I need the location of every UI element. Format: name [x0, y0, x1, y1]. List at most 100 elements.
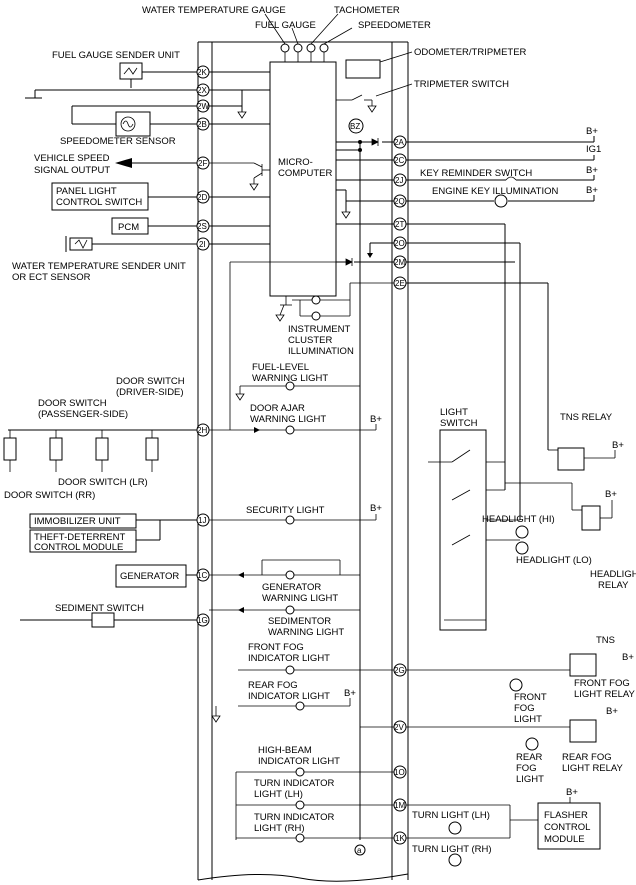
door-pass-label-2: (PASSENGER-SIDE)	[38, 409, 128, 420]
pin-bz	[348, 118, 364, 134]
hb-label-1: HIGH-BEAM	[258, 745, 312, 756]
turn-rh-label: TURN LIGHT (RH)	[412, 844, 492, 855]
svg-text:B+: B+	[606, 706, 618, 717]
svg-text:2G: 2G	[394, 666, 405, 675]
theft-label-1: THEFT-DETERRENT	[34, 532, 126, 543]
microcomputer-box	[269, 61, 337, 297]
rfog-light-label-1: REAR	[516, 752, 543, 763]
svg-text:2C: 2C	[394, 156, 404, 165]
headlight-hi-label: HEADLIGHT (HI)	[482, 514, 555, 525]
ground-wire-2x	[25, 89, 197, 99]
sediment-label: SEDIMENT SWITCH	[55, 603, 144, 614]
door-ajar-label-1: DOOR AJAR	[250, 403, 305, 414]
right-outer-wires	[406, 136, 595, 520]
b-plus-2j: B+	[586, 165, 598, 176]
ffog-ind-label-2: INDICATOR LIGHT	[248, 653, 330, 664]
fuel-level-label-1: FUEL-LEVEL	[252, 362, 309, 373]
door-rr-label: DOOR SWITCH (RR)	[4, 490, 95, 501]
fuel-gauge-sender: FUEL GAUGE SENDER UNIT	[52, 50, 197, 88]
odometer-display	[345, 59, 381, 79]
turn-lh-label: TURN LIGHT (LH)	[412, 810, 490, 821]
rfog-light-label-2: FOG	[516, 763, 537, 774]
front-fog: FRONT FOG INDICATOR LIGHT TNS B+ FRONT F…	[238, 635, 636, 725]
vss-label-1: VEHICLE SPEED	[34, 153, 110, 164]
tns-relay-label: TNS RELAY	[560, 412, 613, 423]
headlights: HEADLIGHT (HI) HEADLIGHT (LO) HEADLIGHT …	[482, 482, 636, 591]
cluster-label-2: CLUSTER	[288, 335, 332, 346]
svg-text:1K: 1K	[395, 834, 405, 843]
b-plus-2a: B+	[586, 126, 598, 137]
key-reminder-switch	[505, 176, 517, 181]
ffog-relay-label-2: LIGHT RELAY	[574, 689, 636, 700]
right-pins: 2A 2C 2J 2Q 2T 2O 2M 2E 2G 2V 1O 1M 1K B…	[348, 118, 407, 845]
sed-warn-label-1: SEDIMENTOR	[268, 616, 331, 627]
door-driver-label-1: DOOR SWITCH	[116, 376, 185, 387]
high-beam-turn: HIGH-BEAM INDICATOR LIGHT TURN INDICATOR…	[235, 745, 394, 856]
flasher-label-3: MODULE	[544, 834, 585, 845]
door-driver-label-2: (DRIVER-SIDE)	[116, 387, 184, 398]
key-reminder-label: KEY REMINDER SWITCH	[420, 168, 532, 179]
gen-warn-label-1: GENERATOR	[262, 582, 321, 593]
svg-text:2F: 2F	[198, 159, 207, 168]
svg-text:1C: 1C	[197, 571, 207, 580]
ffog-relay-label-1: FRONT FOG	[574, 678, 630, 689]
water-temp-gauge-label: WATER TEMPERATURE GAUGE	[142, 5, 286, 16]
vss-output: VEHICLE SPEED SIGNAL OUTPUT	[34, 153, 197, 176]
door-switches: DOOR SWITCH (DRIVER-SIDE) DOOR SWITCH (P…	[3, 376, 197, 501]
b-plus-tns: B+	[612, 440, 624, 451]
security-light: B+ SECURITY LIGHT	[209, 503, 382, 525]
fuel-level-label-2: WARNING LIGHT	[252, 373, 328, 384]
rfog-relay-label-2: LIGHT RELAY	[562, 763, 624, 774]
svg-text:2J: 2J	[395, 176, 403, 185]
ground-symbol	[237, 111, 247, 119]
tachometer-terminal	[306, 43, 316, 53]
svg-text:2O: 2O	[394, 239, 405, 248]
diode-2o	[367, 253, 373, 258]
vss-transistor	[209, 162, 270, 191]
generator-warning: GENERATOR WARNING LIGHT	[209, 559, 360, 604]
generator-label: GENERATOR	[120, 571, 179, 582]
headlight-lo-label: HEADLIGHT (LO)	[516, 555, 592, 566]
fuel-gauge-label: FUEL GAUGE	[255, 20, 316, 31]
turn-rh-ind-label-2: LIGHT (RH)	[254, 823, 305, 834]
svg-text:2B: 2B	[197, 120, 207, 129]
marker-a: a	[357, 846, 362, 855]
light-switch: LIGHT SWITCH	[428, 407, 520, 631]
speedometer-sensor: SPEEDOMETER SENSOR	[60, 105, 197, 147]
immobilizer-box	[29, 513, 137, 529]
svg-text:B+: B+	[566, 787, 578, 798]
instrument-cluster-outline	[197, 41, 409, 882]
sed-warn-label-2: WARNING LIGHT	[268, 627, 344, 638]
panel-light-label-2: CONTROL SWITCH	[56, 197, 142, 208]
fuel-sender-label: FUEL GAUGE SENDER UNIT	[52, 50, 180, 61]
cluster-label-1: INSTRUMENT	[288, 324, 350, 335]
water-temp-gauge-terminal	[280, 43, 290, 53]
immobilizer-label: IMMOBILIZER UNIT	[34, 516, 121, 527]
pcm-label: PCM	[118, 222, 139, 233]
fuel-level-warning: FUEL-LEVEL WARNING LIGHT	[235, 362, 360, 401]
cluster-label-3: ILLUMINATION	[288, 346, 354, 357]
ig1-label: IG1	[586, 144, 601, 155]
flasher-label-1: FLASHER	[544, 810, 588, 821]
water-temp-sender: WATER TEMPERATURE SENDER UNIT OR ECT SEN…	[12, 236, 197, 283]
theft-box	[29, 529, 137, 553]
speedometer-label: SPEEDOMETER	[358, 20, 431, 31]
svg-text:B+: B+	[344, 688, 356, 699]
left-pins: 2K 2X 2W 2B 2F 2D 2S 2I 2H 1J 1C 1G	[196, 65, 210, 627]
speedometer-sensor-label: SPEEDOMETER SENSOR	[60, 136, 176, 147]
door-pass-label-1: DOOR SWITCH	[38, 398, 107, 409]
generator-box	[115, 564, 187, 588]
b-plus-2q: B+	[586, 185, 598, 196]
turn-lh-ind-label-1: TURN INDICATOR	[254, 778, 335, 789]
svg-text:B+: B+	[370, 503, 382, 514]
door-ajar-warning: B+ DOOR AJAR WARNING LIGHT	[209, 261, 382, 435]
door-ajar-label-2: WARNING LIGHT	[250, 414, 326, 425]
svg-text:2M: 2M	[394, 258, 405, 267]
svg-text:1G: 1G	[197, 616, 208, 625]
svg-text:1O: 1O	[394, 768, 405, 777]
fuel-gauge-terminal	[293, 43, 303, 53]
svg-text:2T: 2T	[395, 220, 404, 229]
water-sender-label-1: WATER TEMPERATURE SENDER UNIT	[12, 261, 186, 272]
svg-text:1J: 1J	[198, 516, 206, 525]
